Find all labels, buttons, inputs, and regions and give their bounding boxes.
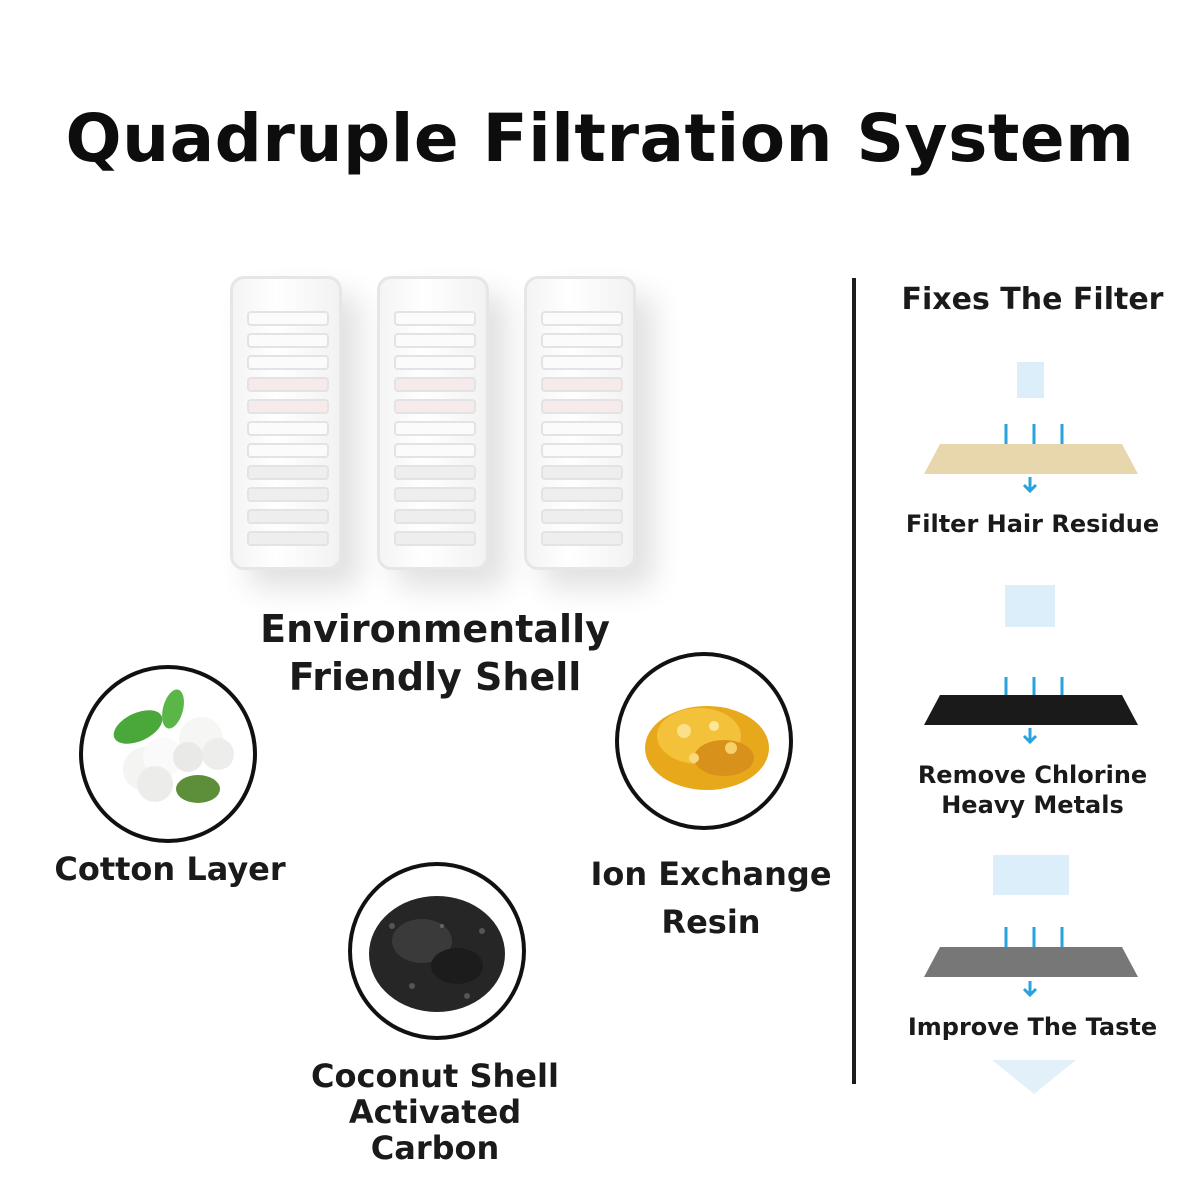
cartridge-slot: [541, 355, 623, 370]
step-label-hair: Filter Hair Residue: [905, 510, 1160, 538]
shell-label-line: Environmentally: [260, 607, 610, 651]
cartridge-slot: [541, 443, 623, 458]
step-label-line: Remove Chlorine: [917, 761, 1148, 789]
water-flow: [993, 855, 1069, 895]
carbon-label-line: Coconut Shell: [311, 1057, 559, 1095]
cartridge-slot: [247, 509, 329, 524]
cartridge-slot: [247, 443, 329, 458]
carbon-granules-icon: [348, 862, 526, 1040]
cartridge-slot: [541, 421, 623, 436]
cartridge-slot: [541, 399, 623, 414]
cartridge-slot: [541, 377, 623, 392]
filter-cartridge: [230, 276, 342, 570]
step-label-chlorine: Remove Chlorine Heavy Metals: [885, 760, 1180, 820]
cartridge-slot: [394, 333, 476, 348]
cartridge-slot: [247, 333, 329, 348]
taste-filter-plate: [924, 947, 1138, 977]
filter-cartridges-image: [222, 276, 642, 576]
resin-label: Ion Exchange Resin: [580, 850, 842, 946]
step-label-taste: Improve The Taste: [907, 1013, 1158, 1041]
cartridge-slot: [394, 377, 476, 392]
cartridge-slot: [394, 399, 476, 414]
resin-icon: [615, 652, 793, 830]
carbon-label: Coconut Shell Activated Carbon: [280, 1058, 590, 1166]
cartridge-slot: [394, 421, 476, 436]
down-arrow-icon: [1022, 981, 1038, 998]
shell-label-line: Friendly Shell: [288, 655, 582, 699]
resin-label-line: Ion Exchange: [590, 855, 832, 893]
cartridge-slot: [247, 487, 329, 502]
down-arrow-icon: [1022, 477, 1038, 494]
carbon-label-line: Activated Carbon: [348, 1093, 522, 1167]
cartridge-slot: [541, 531, 623, 546]
cartridge-slot: [541, 509, 623, 524]
cartridge-slot: [394, 531, 476, 546]
cartridge-slot: [541, 311, 623, 326]
cartridge-slot: [394, 509, 476, 524]
shell-label: Environmentally Friendly Shell: [200, 605, 670, 701]
cartridge-slot: [394, 355, 476, 370]
cartridge-slot: [541, 487, 623, 502]
filter-cartridge: [377, 276, 489, 570]
process-heading: Fixes The Filter: [901, 282, 1164, 317]
cartridge-slot: [394, 311, 476, 326]
page-title: Quadruple Filtration System: [65, 100, 1135, 177]
cartridge-slot: [541, 333, 623, 348]
cartridge-slot: [247, 421, 329, 436]
resin-label-line: Resin: [661, 903, 761, 941]
cartridge-slot: [247, 531, 329, 546]
cartridge-slot: [247, 399, 329, 414]
water-flow: [1005, 585, 1055, 627]
cartridge-slot: [541, 465, 623, 480]
down-arrow-icon: [1022, 728, 1038, 745]
cartridge-slot: [247, 377, 329, 392]
hair-filter-plate: [924, 444, 1138, 474]
cartridge-slot: [247, 311, 329, 326]
cotton-layer-label: Cotton Layer: [54, 850, 286, 888]
cartridge-slot: [247, 355, 329, 370]
water-outflow-icon: [992, 1060, 1076, 1094]
cotton-icon: [79, 665, 257, 843]
carbon-filter-plate: [924, 695, 1138, 725]
divider: [852, 278, 856, 1084]
cartridge-slot: [394, 465, 476, 480]
cartridge-slot: [394, 487, 476, 502]
step-label-line: Heavy Metals: [941, 791, 1124, 819]
cartridge-slot: [247, 465, 329, 480]
water-flow: [1017, 362, 1044, 398]
cartridge-slot: [394, 443, 476, 458]
filter-cartridge: [524, 276, 636, 570]
